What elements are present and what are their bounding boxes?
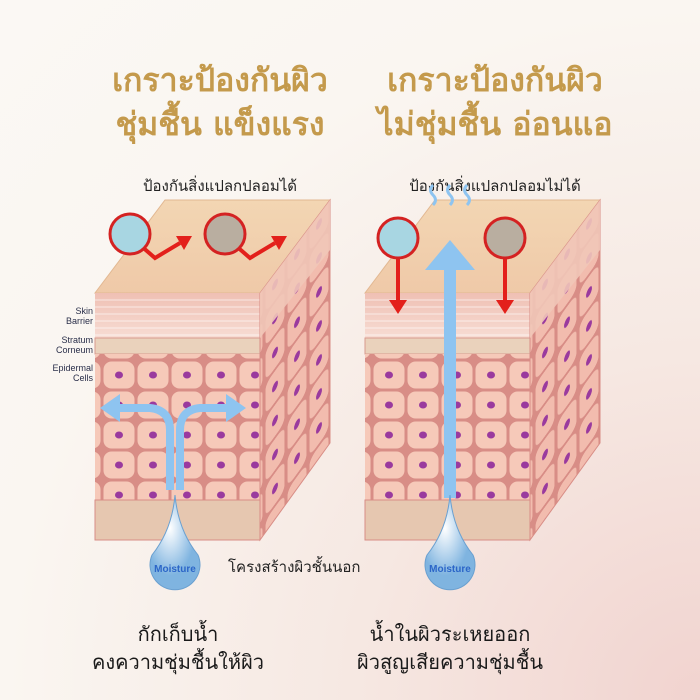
left-moisture-label: Moisture	[154, 564, 196, 575]
pollen-particle-icon	[376, 216, 420, 260]
dust-particle-icon	[203, 212, 247, 256]
red-arrow-head	[389, 300, 407, 314]
moisture-spread-arrow	[115, 404, 230, 490]
granular-layer	[94, 337, 261, 355]
right-caption-line1: น้ำในผิวระเหยออก	[369, 622, 531, 646]
left-caption: กักเก็บน้ำ คงความชุ่มชื้นให้ผิว	[28, 620, 328, 676]
left-caption-line2: คงความชุ่มชื้นให้ผิว	[91, 650, 265, 674]
arrow-head-left	[100, 394, 120, 422]
moisture-drop-icon	[424, 494, 476, 591]
left-title: เกราะป้องกันผิว ชุ่มชื้น แข็งแรง	[70, 58, 370, 146]
vapor-wave-icon	[429, 183, 471, 207]
red-arrow-head	[271, 236, 287, 250]
right-moisture-label: Moisture	[429, 564, 471, 575]
pollen-particle-icon	[108, 212, 152, 256]
left-title-line2: ชุ่มชื้น แข็งแรง	[115, 105, 325, 143]
label-skin-barrier: Skin Barrier	[65, 306, 93, 326]
left-subtitle: ป้องกันสิ่งแปลกปลอมได้	[142, 177, 298, 195]
arrow-head-right	[226, 394, 246, 422]
dust-particle-icon	[483, 216, 527, 260]
label-stratum-corneum: Stratum Corneum	[55, 335, 93, 355]
label-epidermal-cells: Epidermal Cells	[52, 363, 93, 383]
right-caption-line2: ผิวสูญเสียความชุ่มชื้น	[357, 650, 543, 674]
right-title: เกราะป้องกันผิว ไม่ชุ่มชื้น อ่อนแอ	[345, 58, 645, 146]
red-arrow-head	[496, 300, 514, 314]
right-title-line1: เกราะป้องกันผิว	[387, 61, 603, 99]
penetrate-arrow	[396, 255, 507, 302]
right-caption: น้ำในผิวระเหยออก ผิวสูญเสียความชุ่มชื้น	[300, 620, 600, 676]
moisture-drop-icon	[149, 494, 201, 591]
side-corneum-layer	[260, 200, 330, 338]
structure-label: โครงสร้างผิวชั้นนอก	[228, 558, 361, 576]
left-skin-cube	[93, 198, 332, 542]
evaporation-arrow-head	[425, 240, 475, 270]
evaporation-arrow	[444, 268, 456, 498]
left-title-line1: เกราะป้องกันผิว	[112, 61, 328, 99]
right-title-line2: ไม่ชุ่มชื้น อ่อนแอ	[377, 105, 613, 143]
red-arrow-head	[176, 236, 192, 250]
right-subtitle: ป้องกันสิ่งแปลกปลอมไม่ได้	[409, 177, 581, 195]
side-corneum-layer	[530, 200, 600, 338]
left-caption-line1: กักเก็บน้ำ	[137, 622, 219, 646]
